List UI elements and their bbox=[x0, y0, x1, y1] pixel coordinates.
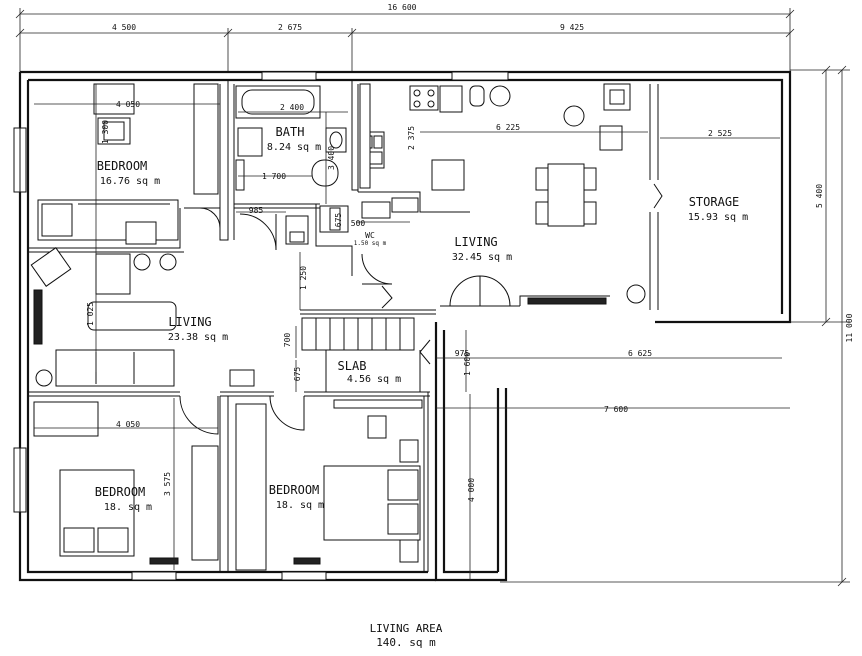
room-living-west-area: 23.38 sq m bbox=[168, 332, 228, 343]
room-bedroom-nw-area: 16.76 sq m bbox=[100, 176, 160, 187]
interior-dimension-lines bbox=[34, 84, 790, 580]
dim-2375: 2 375 bbox=[407, 126, 416, 150]
dim-top-seg-1: 4 500 bbox=[112, 23, 136, 32]
room-storage-name: STORAGE bbox=[689, 195, 740, 209]
room-bath-name: BATH bbox=[276, 125, 305, 139]
room-bedroom-sw-name: BEDROOM bbox=[95, 485, 146, 499]
dim-right-lower: 4 000 bbox=[467, 478, 476, 502]
room-slab-area: 4.56 sq m bbox=[347, 374, 401, 385]
dim-4050-bottom: 4 050 bbox=[116, 420, 140, 429]
room-wc-area: 1.50 sq m bbox=[354, 240, 387, 247]
room-living-east-name: LIVING bbox=[454, 235, 497, 249]
dim-right-upper: 5 400 bbox=[815, 184, 824, 208]
room-wc-name: WC bbox=[365, 231, 375, 240]
dim-975: 975 bbox=[455, 349, 470, 358]
dim-6225: 6 225 bbox=[496, 123, 520, 132]
dim-1700: 1 700 bbox=[262, 172, 286, 181]
dim-6625: 6 625 bbox=[628, 349, 652, 358]
room-bedroom-s-name: BEDROOM bbox=[269, 483, 320, 497]
room-slab-name: SLAB bbox=[338, 359, 367, 373]
dim-4050-top: 4 050 bbox=[116, 100, 140, 109]
room-living-west-name: LIVING bbox=[168, 315, 211, 329]
doors bbox=[179, 183, 663, 435]
room-bedroom-sw-area: 18. sq m bbox=[104, 502, 152, 513]
room-storage-area: 15.93 sq m bbox=[688, 212, 748, 223]
dim-2400: 2 400 bbox=[280, 103, 304, 112]
room-living-east-area: 32.45 sq m bbox=[452, 252, 512, 263]
room-bedroom-nw-name: BEDROOM bbox=[97, 159, 148, 173]
room-bath-area: 8.24 sq m bbox=[267, 142, 321, 153]
dim-700: 700 bbox=[283, 333, 292, 348]
dim-2525: 2 525 bbox=[708, 129, 732, 138]
dim-1025: 1 025 bbox=[86, 302, 95, 326]
dim-675-a: 675 bbox=[334, 213, 343, 228]
furniture bbox=[30, 83, 646, 571]
dim-1300: 1 300 bbox=[101, 120, 110, 144]
dim-3400: 3 400 bbox=[327, 146, 336, 170]
dim-right-total: 11 000 bbox=[845, 313, 854, 342]
dim-1600: 1 600 bbox=[463, 352, 472, 376]
dimension-lines-top bbox=[15, 8, 795, 72]
dimension-lines-right bbox=[500, 65, 850, 587]
dim-500: 500 bbox=[351, 219, 366, 228]
dim-1250: 1 250 bbox=[299, 266, 308, 290]
dim-top-seg-3: 9 425 bbox=[560, 23, 584, 32]
dim-top-seg-2: 2 675 bbox=[278, 23, 302, 32]
interior-walls bbox=[28, 80, 659, 572]
dim-3575: 3 575 bbox=[163, 472, 172, 496]
stairs bbox=[301, 317, 415, 351]
room-bedroom-s-area: 18. sq m bbox=[276, 500, 324, 511]
footer-title: LIVING AREA bbox=[370, 622, 443, 635]
footer-area: 140. sq m bbox=[376, 636, 436, 649]
dim-985: 985 bbox=[249, 206, 264, 215]
dim-675-b: 675 bbox=[293, 367, 302, 382]
dim-overall-width: 16 600 bbox=[388, 3, 417, 12]
windows bbox=[13, 71, 509, 581]
dim-7600: 7 600 bbox=[604, 405, 628, 414]
